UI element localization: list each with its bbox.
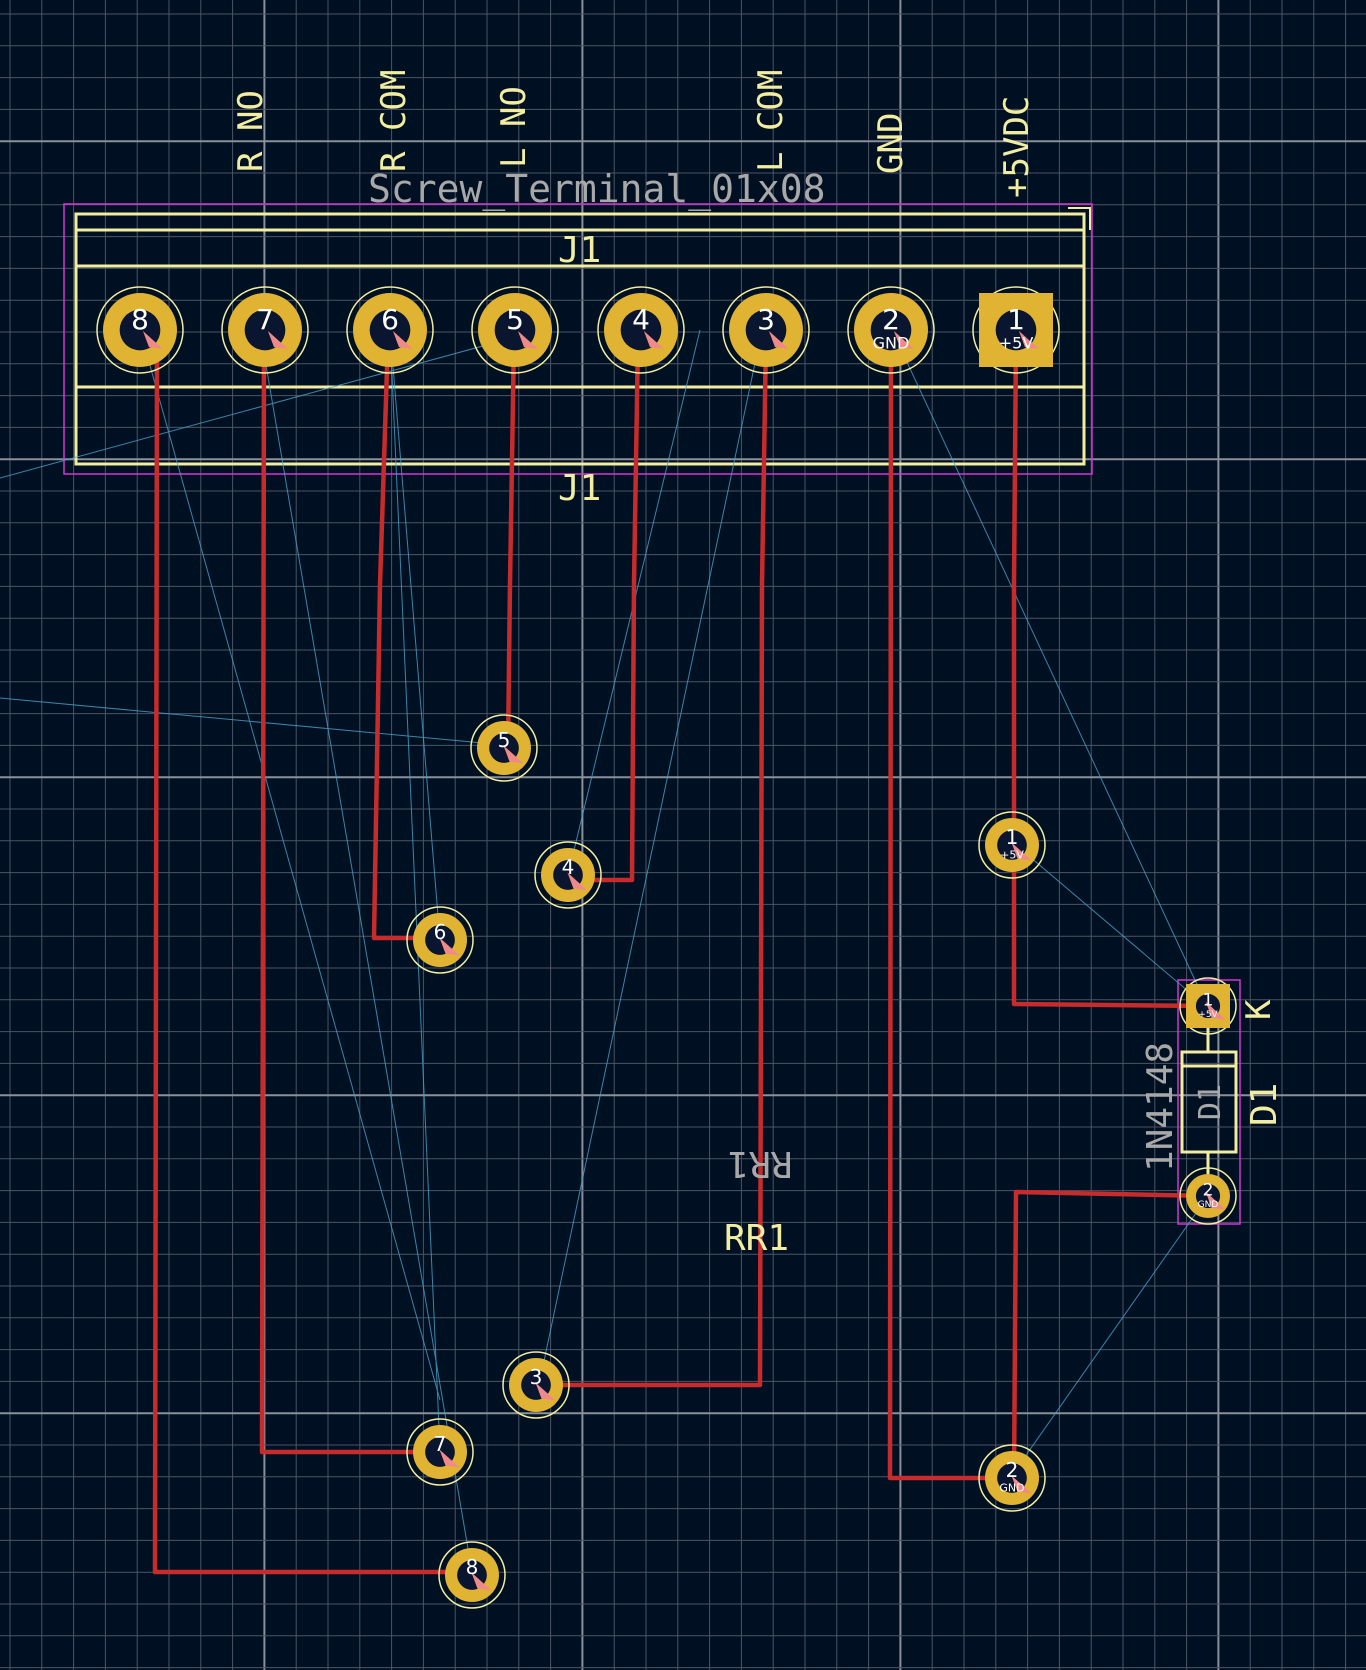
ratsnest xyxy=(0,329,1209,1573)
pad-net-label: +5V xyxy=(1000,848,1024,861)
pad-number: 6 xyxy=(434,920,447,944)
rr1-pad-1[interactable]: 1+5V xyxy=(978,811,1046,879)
pad-number: 7 xyxy=(434,1432,447,1456)
pin-label-r-com: R COM xyxy=(374,70,414,172)
pin-label-r-no: R NO xyxy=(231,90,271,172)
pad-number: 2 xyxy=(1203,1181,1214,1201)
d1-value-label: 1N4148 xyxy=(1140,1042,1181,1172)
rr1-pad-6[interactable]: 6 xyxy=(406,906,474,974)
pad-number: 8 xyxy=(466,1555,479,1579)
pad-net-label: +5V xyxy=(1198,1010,1218,1020)
j1-ref-bottom: J1 xyxy=(558,468,601,509)
pin-label-5vdc: +5VDC xyxy=(997,96,1037,198)
j1-pad-4[interactable]: 4 xyxy=(597,286,685,374)
pin-label-gnd: GND xyxy=(871,113,911,174)
d1-cathode-label: K xyxy=(1239,999,1279,1020)
pad-net-label: +5V xyxy=(999,334,1034,353)
pad-number: 6 xyxy=(381,303,399,336)
j1-pad-5[interactable]: 5 xyxy=(471,286,559,374)
j1-ref-top: J1 xyxy=(558,230,601,271)
j1-pad-8[interactable]: 8 xyxy=(96,286,184,374)
pad-number: 1 xyxy=(1203,991,1214,1011)
pad-number: 4 xyxy=(562,855,575,879)
rr1-pad-5[interactable]: 5 xyxy=(470,714,538,782)
j1-pad-6[interactable]: 6 xyxy=(346,286,434,374)
pad-net-label: GND xyxy=(873,334,910,353)
pin-label-l-no: L NO xyxy=(494,86,534,168)
j1-pin1-marker xyxy=(1070,212,1086,228)
pad-number: 3 xyxy=(757,303,775,336)
pad-number: 2 xyxy=(882,303,900,336)
rr1-pad-8[interactable]: 8 xyxy=(438,1541,506,1609)
pad-number: 1 xyxy=(1006,825,1019,849)
pin-label-l-com: L COM xyxy=(751,70,791,172)
d1-pad-1[interactable]: 1+5V xyxy=(1179,977,1237,1035)
pad-number: 5 xyxy=(498,728,511,752)
pad-number: 2 xyxy=(1006,1458,1019,1482)
j1-pad-3[interactable]: 3 xyxy=(722,286,810,374)
rr1-silk-ref: RR1 xyxy=(724,1218,789,1259)
pad-number: 4 xyxy=(632,303,650,336)
pad-number: 1 xyxy=(1007,303,1025,336)
j1-pin1-marker xyxy=(1068,207,1091,230)
pad-number: 7 xyxy=(256,303,274,336)
rr1-fab-ref: RR1 xyxy=(727,1143,792,1184)
pad-number: 8 xyxy=(131,303,149,336)
j1-pad-7[interactable]: 7 xyxy=(221,286,309,374)
j1-silkscreen-outline xyxy=(74,212,1086,466)
pad-number: 5 xyxy=(506,303,524,336)
j1-courtyard xyxy=(63,203,1093,475)
j1-value-label: Screw_Terminal_01x08 xyxy=(368,167,826,212)
pad-number: 3 xyxy=(530,1365,543,1389)
d1-fab-ref: D1 xyxy=(1193,1084,1228,1120)
rr1-pad-3[interactable]: 3 xyxy=(502,1351,570,1419)
d1-silk-ref: D1 xyxy=(1244,1083,1285,1126)
rr1-pad-7[interactable]: 7 xyxy=(406,1418,474,1486)
pad-net-label: GND xyxy=(1198,1200,1219,1210)
pad-net-label: GND xyxy=(999,1481,1024,1494)
j1-pad-1[interactable]: 1+5V xyxy=(972,286,1060,374)
rr1-pad-4[interactable]: 4 xyxy=(534,841,602,909)
